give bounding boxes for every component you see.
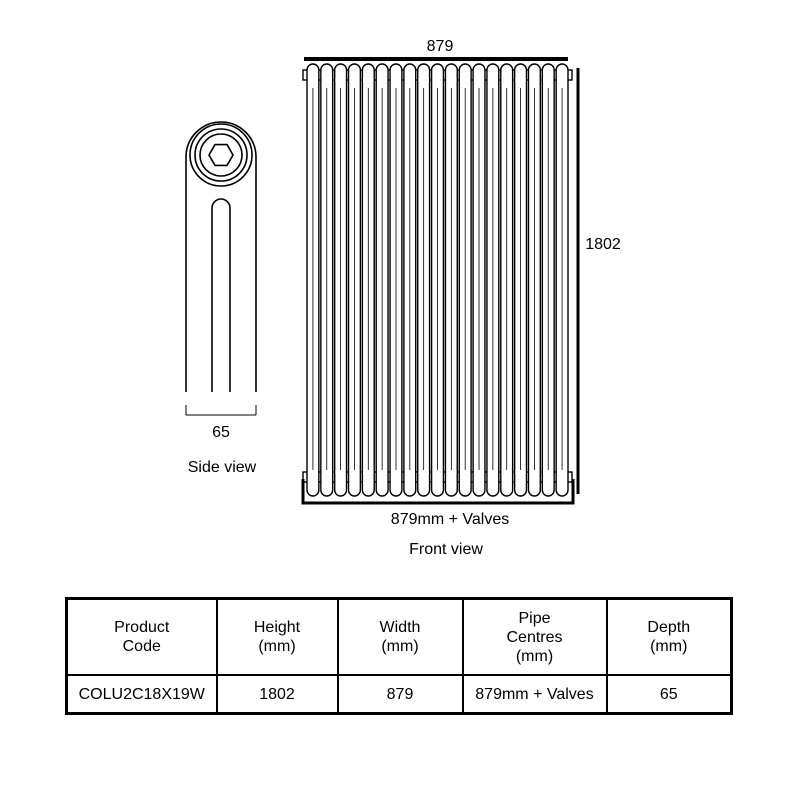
pipe-centres-label: 879mm + Valves	[390, 511, 510, 528]
side-view	[185, 121, 257, 416]
side-view-body	[185, 121, 257, 392]
cell-depth: 65	[605, 674, 733, 715]
header-width: Width(mm)	[336, 597, 464, 676]
radiator-drawing	[185, 57, 580, 505]
cell-pipe-centres: 879mm + Valves	[461, 674, 608, 715]
depth-dimension-label: 65	[212, 424, 230, 441]
header-depth: Depth(mm)	[605, 597, 733, 676]
front-view	[301, 57, 580, 505]
side-view-slot	[211, 198, 231, 392]
side-view-ring-2	[194, 128, 248, 182]
header-height: Height(mm)	[215, 597, 339, 676]
pipe-centres-bracket	[301, 479, 575, 505]
radiator-columns	[302, 63, 573, 497]
cell-height: 1802	[215, 674, 339, 715]
side-view-label: Side view	[187, 459, 257, 476]
side-view-ring-3	[199, 133, 243, 177]
height-dimension-label: 1802	[585, 236, 621, 253]
cell-width: 879	[336, 674, 464, 715]
side-view-valve-nut	[208, 143, 234, 167]
cell-product-code: COLU2C18X19W	[65, 674, 218, 715]
table-row: COLU2C18X19W 1802 879 879mm + Valves 65	[65, 674, 733, 715]
side-view-outer-ring	[189, 123, 253, 187]
width-dimension-label: 879	[426, 38, 454, 55]
front-view-label: Front view	[409, 541, 483, 558]
